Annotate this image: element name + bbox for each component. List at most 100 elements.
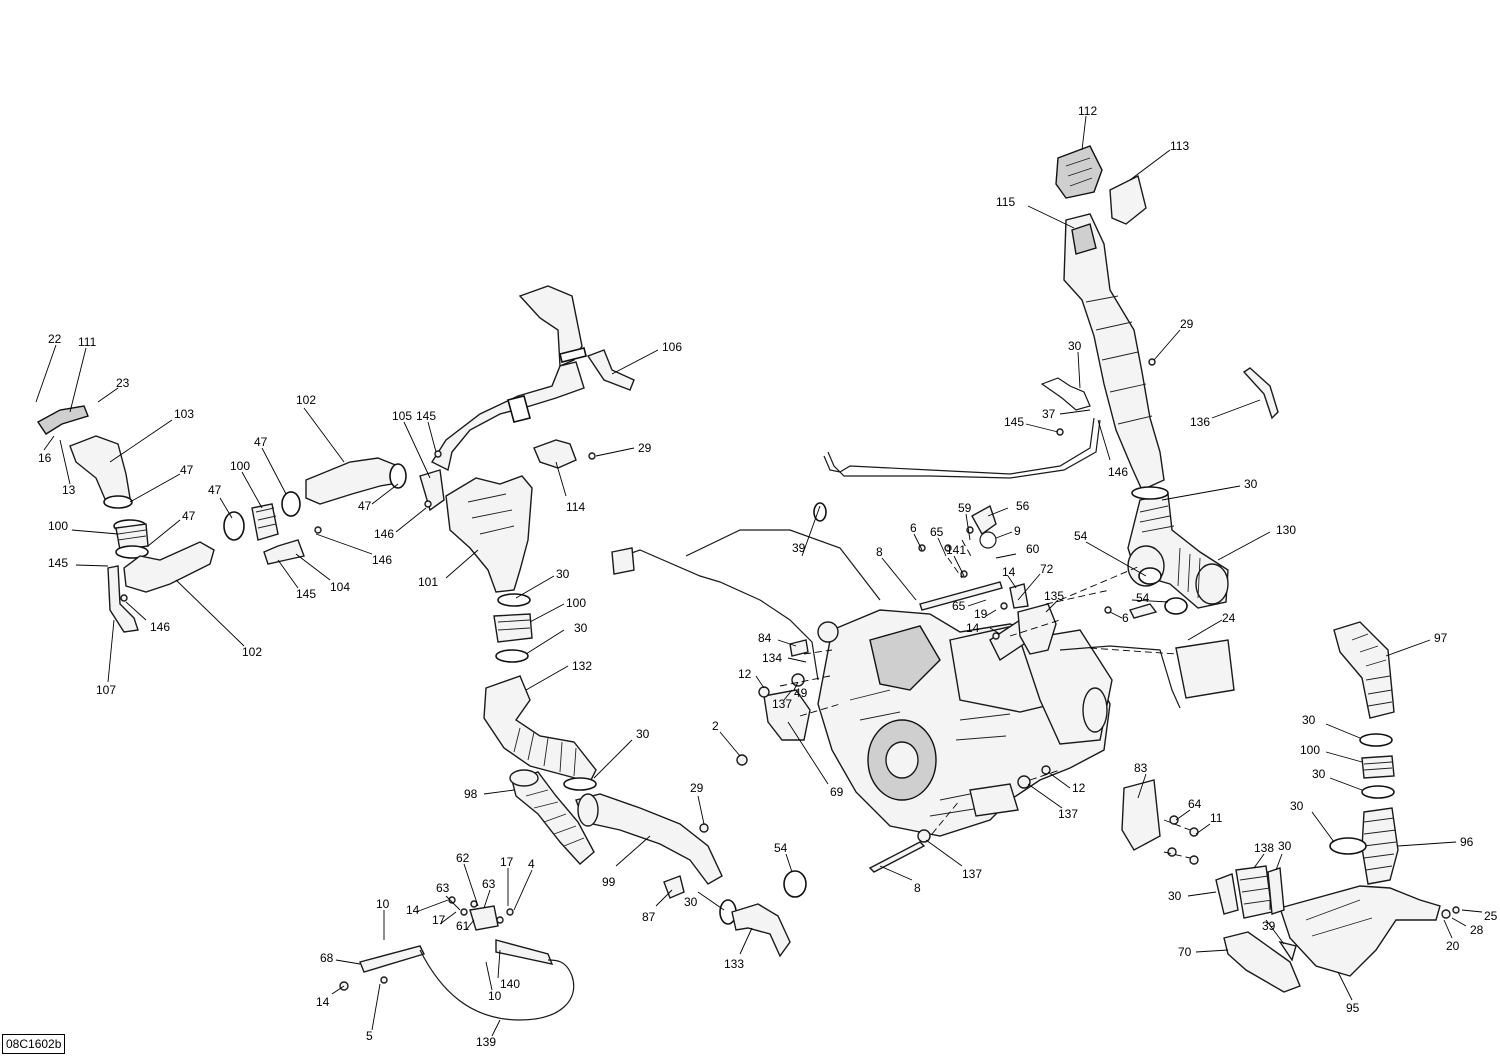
coupler-100-mid — [251, 503, 279, 541]
duct-95 — [1279, 885, 1441, 977]
callout-47: 47 — [358, 499, 372, 513]
callout-113: 113 — [1170, 139, 1189, 153]
callout-30: 30 — [1312, 767, 1326, 781]
callout-10: 10 — [488, 989, 502, 1003]
callout-61: 61 — [456, 919, 470, 933]
clamp-30-c — [563, 777, 597, 791]
clamp-54-right-a — [1138, 567, 1162, 585]
callout-14: 14 — [406, 903, 420, 917]
clamp-47-mid-b — [281, 491, 301, 517]
vent-line-outer — [827, 419, 1101, 479]
callout-102: 102 — [296, 393, 316, 407]
callout-83: 83 — [1134, 761, 1148, 775]
duct-98 — [509, 769, 595, 865]
callout-146: 146 — [374, 527, 394, 541]
callout-56: 56 — [1016, 499, 1030, 513]
callout-4: 4 — [528, 857, 535, 871]
callout-64: 64 — [1188, 797, 1202, 811]
callout-30: 30 — [636, 727, 650, 741]
assembly-guides — [779, 539, 1191, 859]
callout-47: 47 — [182, 509, 196, 523]
callout-22: 22 — [48, 332, 62, 346]
intake-duct-115 — [1063, 213, 1165, 491]
clamp-30-r2 — [1361, 785, 1395, 799]
snorkel-106 — [430, 285, 635, 472]
callout-labels: 112 113 115 29 30 37 145 146 136 30 130 … — [38, 104, 1498, 1049]
clamp-30-b — [495, 649, 529, 663]
callout-6: 6 — [1122, 611, 1129, 625]
plenum-101 — [445, 475, 533, 593]
callout-133: 133 — [724, 957, 744, 971]
callout-69: 69 — [830, 785, 844, 799]
callout-5: 5 — [366, 1029, 373, 1043]
callout-84: 84 — [758, 631, 772, 645]
callout-24: 24 — [1222, 611, 1236, 625]
clamp-47-upper — [389, 463, 407, 489]
elbow-133 — [731, 903, 791, 958]
callout-136: 136 — [1190, 415, 1210, 429]
clamp-30-r1 — [1359, 733, 1393, 747]
bracket-69 — [763, 689, 811, 741]
callout-98: 98 — [464, 787, 478, 801]
callout-8: 8 — [876, 545, 883, 559]
coupler-100-right — [1361, 755, 1395, 779]
callout-30: 30 — [574, 621, 588, 635]
callout-96: 96 — [1460, 835, 1474, 849]
callout-139: 139 — [476, 1035, 496, 1049]
bellows-130 — [1127, 486, 1229, 609]
callout-11: 11 — [1210, 811, 1223, 825]
callout-47: 47 — [208, 483, 222, 497]
callout-49: 49 — [794, 686, 808, 700]
clip-30-upper — [1040, 377, 1091, 411]
callout-30: 30 — [1302, 713, 1316, 727]
callout-103: 103 — [174, 407, 194, 421]
callout-12: 12 — [1072, 781, 1086, 795]
callout-141: 141 — [946, 543, 966, 557]
intake-cap-113 — [1109, 174, 1147, 225]
clip-39-right — [1278, 940, 1297, 962]
callout-135: 135 — [1044, 589, 1064, 603]
bracket-114 — [533, 439, 577, 469]
callout-25: 25 — [1484, 909, 1498, 923]
callout-95: 95 — [1346, 1001, 1360, 1015]
callout-14: 14 — [1002, 565, 1016, 579]
callout-30: 30 — [1278, 839, 1292, 853]
callout-137: 137 — [962, 867, 982, 881]
callout-2: 2 — [712, 719, 719, 733]
duct-102-upper — [305, 457, 405, 505]
callout-145: 145 — [296, 587, 316, 601]
callout-146: 146 — [372, 553, 392, 567]
callout-54: 54 — [774, 841, 788, 855]
callout-9: 9 — [1014, 524, 1021, 538]
callout-17: 17 — [500, 855, 514, 869]
callout-145: 145 — [416, 409, 436, 423]
clamp-30-left-a — [1215, 873, 1239, 915]
duct-100-47-left — [113, 519, 149, 559]
ecu-24 — [1175, 639, 1235, 699]
clamp-47-mid — [223, 511, 245, 541]
callout-8: 8 — [914, 881, 921, 895]
hose-136 — [1242, 367, 1279, 420]
callout-137: 137 — [1058, 807, 1078, 821]
wire-harness-39-b — [685, 529, 881, 601]
duct-70 — [1223, 931, 1301, 993]
vent-line — [823, 417, 1095, 475]
callout-10: 10 — [376, 897, 390, 911]
callout-101: 101 — [418, 575, 438, 589]
duct-132 — [483, 675, 597, 783]
callout-30: 30 — [1290, 799, 1304, 813]
callout-138: 138 — [1254, 841, 1274, 855]
callout-30: 30 — [684, 895, 698, 909]
clamp-30-r3 — [1329, 837, 1367, 855]
callout-105: 105 — [392, 409, 412, 423]
bracket-104 — [263, 539, 305, 565]
callout-59: 59 — [958, 501, 972, 515]
fasteners — [120, 358, 1460, 991]
callout-111: 111 — [78, 335, 97, 349]
callout-29: 29 — [1180, 317, 1194, 331]
duct-96 — [1361, 807, 1399, 885]
wire-harness-39 — [611, 549, 819, 681]
engine-assembly — [817, 609, 1113, 837]
callout-100: 100 — [566, 596, 586, 610]
